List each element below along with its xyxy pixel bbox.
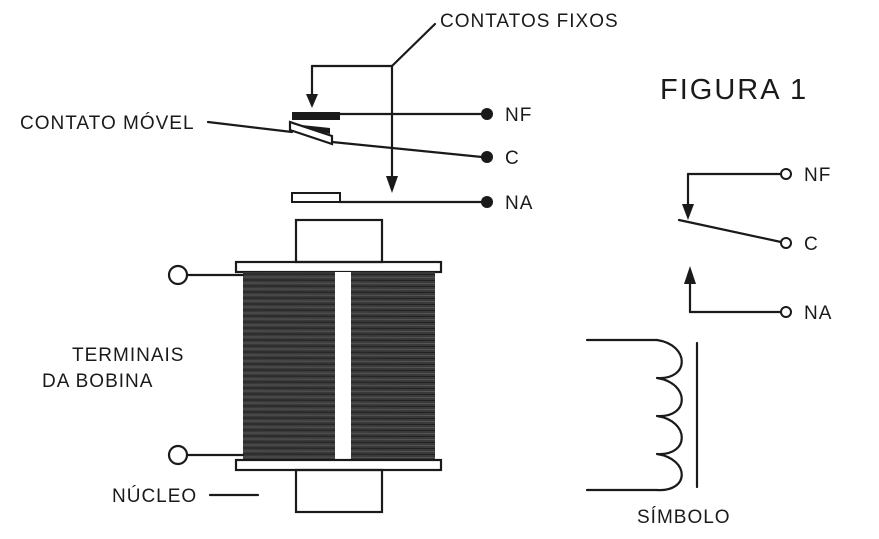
symbol-c-label: C [804,234,819,255]
core-label: NÚCLEO [112,486,198,507]
terminal-c-label: C [505,148,520,169]
figure-title: FIGURA 1 [660,74,809,106]
symbol-contacts [677,168,792,318]
terminal-na-label: NA [505,193,534,214]
symbol-label: SÍMBOLO [637,507,731,528]
coil-terminals-label-line1: TERMINAIS [72,345,185,366]
symbol-nf-label: NF [804,165,832,186]
coil-terminals [167,264,245,466]
fixed-contacts-label: CONTATOS FIXOS [440,11,619,32]
symbol-coil [585,338,699,492]
na-fixed-contact [291,192,493,208]
fixed-contacts-leader [306,22,437,193]
terminal-nf-label: NF [505,105,533,126]
symbol-na-label: NA [804,303,833,324]
coil-terminals-label-line2: DA BOBINA [42,371,154,392]
moving-contact [206,120,493,163]
coil-assembly [234,218,443,514]
nf-fixed-contact [292,108,493,120]
moving-contact-label: CONTATO MÓVEL [20,113,195,134]
